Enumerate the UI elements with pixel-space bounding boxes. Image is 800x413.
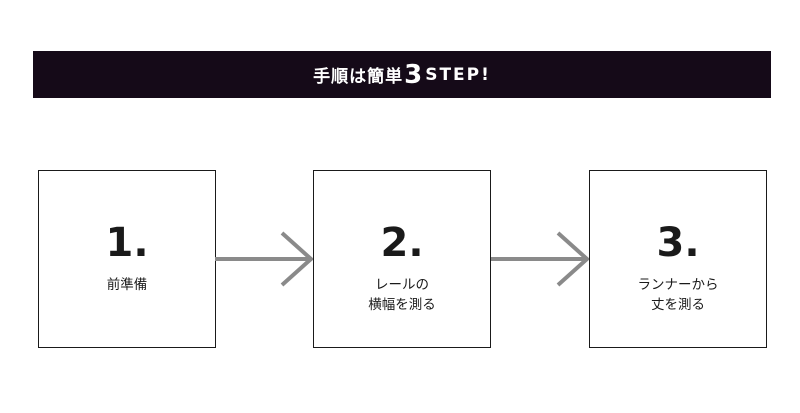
step-label-line1: ランナーから [637, 277, 719, 293]
step-box-2: 2. レールの 横幅を測る [313, 170, 491, 348]
step-box-3: 3. ランナーから 丈を測る [589, 170, 767, 348]
step-label: 前準備 [39, 275, 215, 295]
step-label: レールの 横幅を測る [314, 275, 490, 315]
arrow-right-icon [491, 231, 590, 287]
step-number: 2. [380, 220, 424, 266]
banner-suffix: STEP! [425, 64, 491, 85]
step-label: ランナーから 丈を測る [590, 275, 766, 315]
banner-prefix: 手順は簡単 [313, 67, 404, 87]
banner-step-count: 3 [404, 59, 424, 90]
step-box-1: 1. 前準備 [38, 170, 216, 348]
step-label-line1: 前準備 [106, 277, 148, 293]
arrow-right-icon [215, 231, 314, 287]
step-label-line1: レールの [375, 277, 429, 293]
step-number: 3. [656, 220, 700, 266]
step-label-line2: 横幅を測る [368, 297, 436, 313]
step-label-line2: 丈を測る [651, 297, 705, 313]
step-number: 1. [105, 220, 149, 266]
title-banner: 手順は簡単 3 STEP! [33, 51, 771, 98]
